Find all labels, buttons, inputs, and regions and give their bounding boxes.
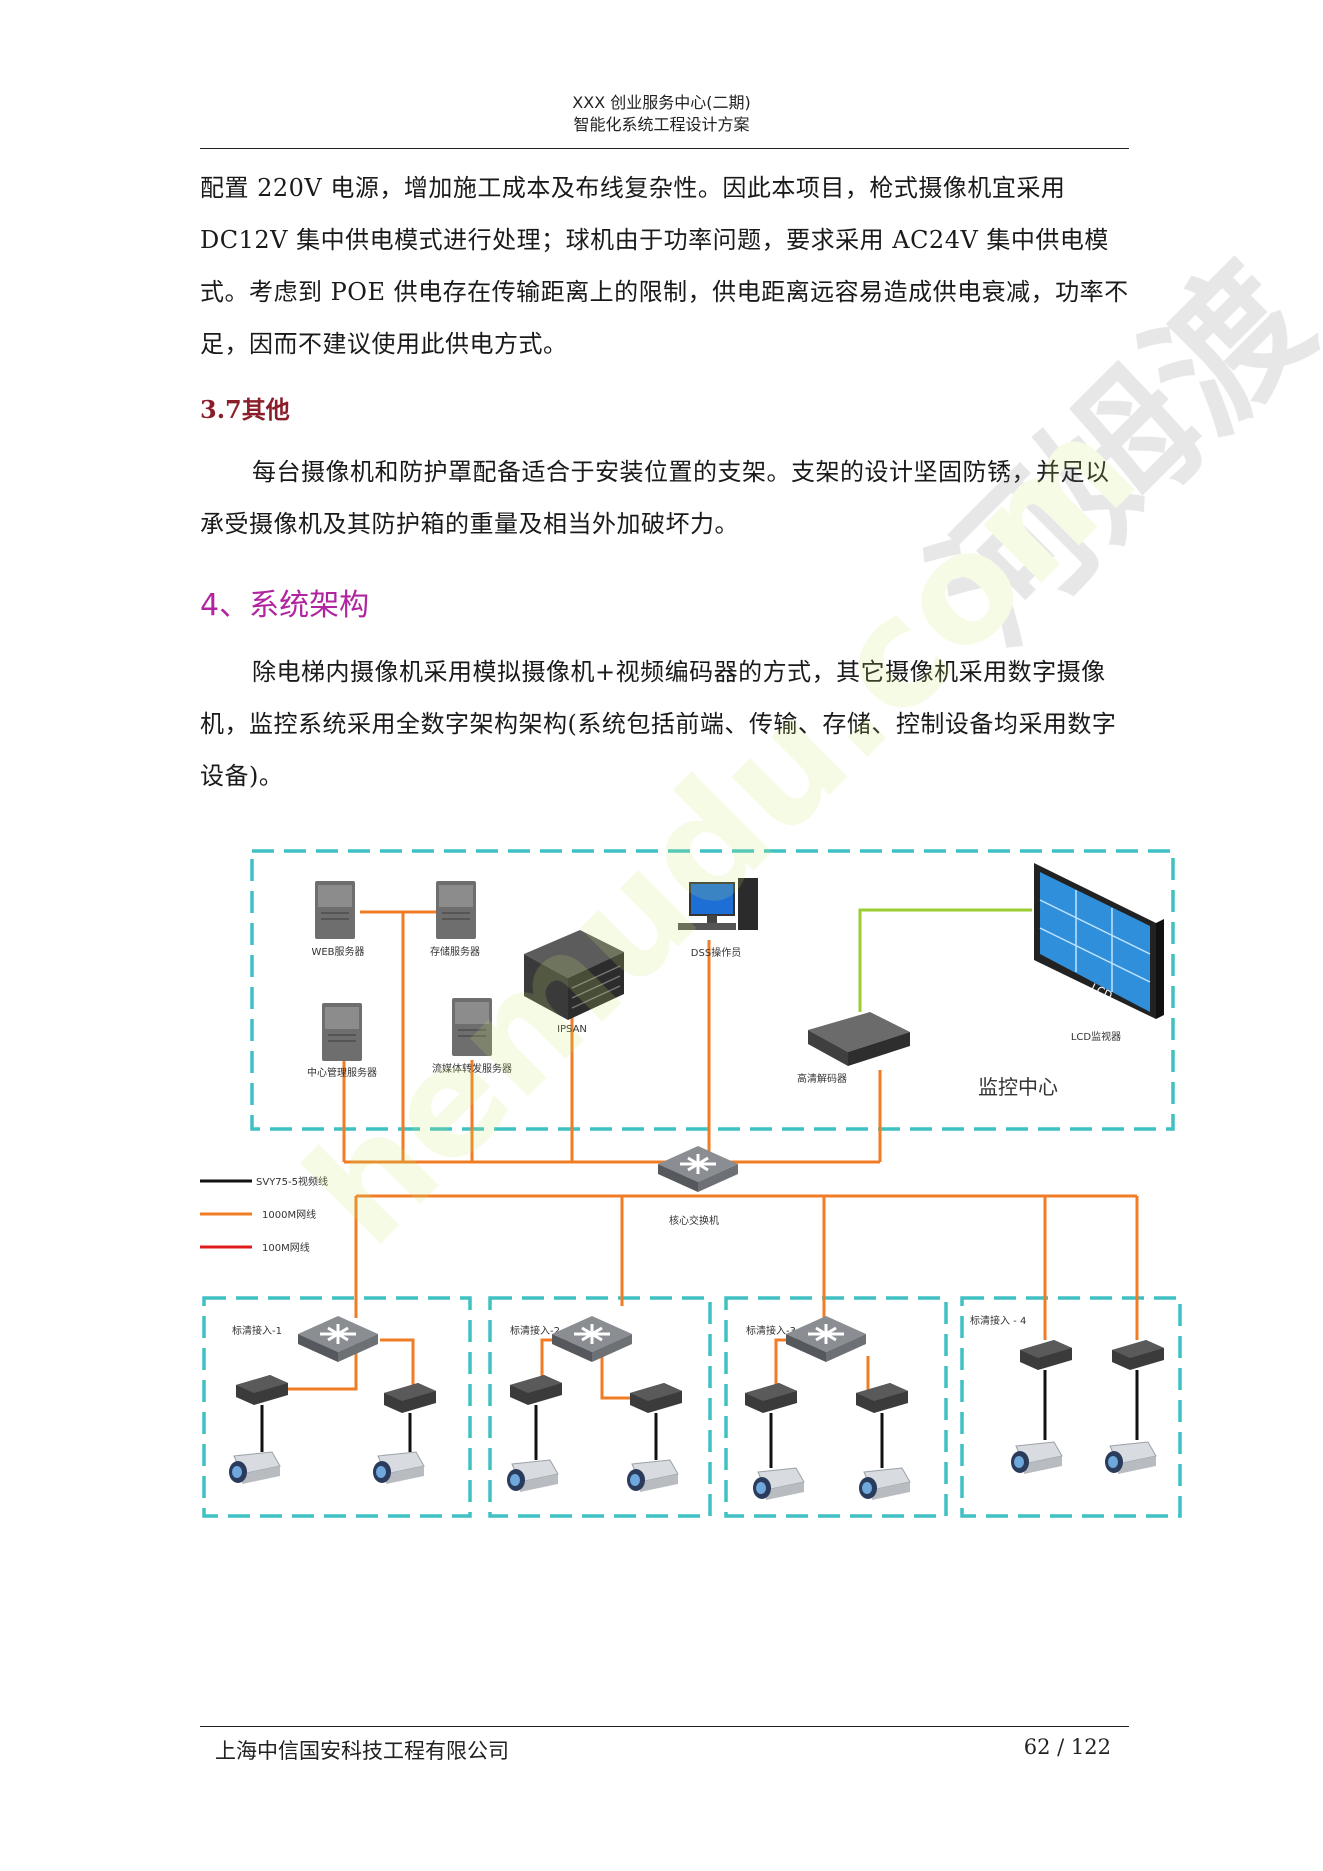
label-storage-server: 存储服务器 (430, 945, 480, 958)
label-lcd-monitor: LCD监视器 (1071, 1030, 1121, 1043)
camera-icon (372, 1451, 425, 1485)
camera-icon (1010, 1441, 1063, 1475)
label-access-2: 标清接入-2 (510, 1324, 560, 1337)
center-mgmt-server-icon (321, 1002, 363, 1062)
access-switch-icon (550, 1314, 634, 1364)
camera-icon (626, 1459, 679, 1493)
frame-monitor-center (250, 849, 1175, 1131)
encoder-icon (384, 1383, 436, 1413)
legend-1000m-cable: 1000M网线 (262, 1208, 316, 1221)
label-dss: DSS操作员 (691, 946, 741, 959)
diagram-legend: SVY75-5视频线 1000M网线 100M网线 (200, 1175, 328, 1254)
label-access-3: 标清接入-3 (746, 1324, 796, 1337)
label-media-server: 流媒体转发服务器 (432, 1062, 512, 1075)
ipsan-icon (524, 930, 624, 1020)
footer-company: 上海中信国安科技工程有限公司 (215, 1739, 509, 1763)
hd-decoder-icon (808, 1012, 910, 1066)
label-access-1: 标清接入-1 (232, 1324, 282, 1337)
access-switch-icon (296, 1314, 380, 1364)
encoder-icon (856, 1383, 908, 1413)
section-heading-4: 4、系统架构 (200, 588, 370, 623)
legend-100m-cable: 100M网线 (262, 1241, 310, 1254)
page-header: XXX 创业服务中心(二期) 智能化系统工程设计方案 (0, 92, 1323, 136)
footer-page-number: 62 / 122 (1023, 1735, 1111, 1759)
storage-server-icon (435, 880, 477, 940)
header-line1: XXX 创业服务中心(二期) (572, 93, 751, 112)
web-server-icon (314, 880, 356, 940)
camera-icon (228, 1451, 281, 1485)
label-web-server: WEB服务器 (311, 945, 364, 958)
camera-icon (1104, 1441, 1157, 1475)
legend-video-cable: SVY75-5视频线 (256, 1175, 328, 1188)
encoder-icon (236, 1375, 288, 1405)
header-rule (200, 148, 1129, 149)
header-line2: 智能化系统工程设计方案 (573, 115, 750, 134)
label-ipsan: IPSAN (557, 1024, 587, 1035)
paragraph-brackets: 每台摄像机和防护罩配备适合于安装位置的支架。支架的设计坚固防锈，并足以承受摄像机… (200, 458, 1110, 538)
frame-access-groups (202, 1296, 1182, 1518)
camera-icon (858, 1467, 911, 1501)
encoder-icon (745, 1383, 797, 1413)
label-core-switch: 核心交换机 (669, 1214, 719, 1227)
dss-workstation-icon (678, 878, 758, 930)
label-hd-decoder: 高清解码器 (797, 1072, 847, 1085)
encoder-icon (630, 1383, 682, 1413)
camera-icon (752, 1467, 805, 1501)
camera-icon (506, 1459, 559, 1493)
encoder-icon (510, 1375, 562, 1405)
cable-hdmi (858, 908, 1032, 1012)
cable-1000m (288, 910, 1139, 1400)
footer-rule (200, 1726, 1129, 1727)
lcd-monitor-icon (1034, 863, 1164, 1019)
access-switch-icon (784, 1314, 868, 1364)
core-switch-icon (656, 1144, 740, 1194)
label-access-4: 标清接入 - 4 (970, 1314, 1026, 1327)
paragraph-architecture: 除电梯内摄像机采用模拟摄像机+视频编码器的方式，其它摄像机采用数字摄像机，监控系… (200, 658, 1117, 790)
label-monitor-center: 监控中心 (978, 1075, 1058, 1099)
media-server-icon (451, 997, 493, 1057)
section-heading-3-7: 3.7其他 (200, 395, 290, 424)
encoder-icon (1112, 1340, 1164, 1370)
paragraph-power-supply: 配置 220V 电源，增加施工成本及布线复杂性。因此本项目，枪式摄像机宜采用 D… (200, 174, 1129, 358)
cable-video (260, 1370, 1139, 1468)
label-center-mgmt-server: 中心管理服务器 (307, 1066, 377, 1079)
encoder-icon (1020, 1340, 1072, 1370)
